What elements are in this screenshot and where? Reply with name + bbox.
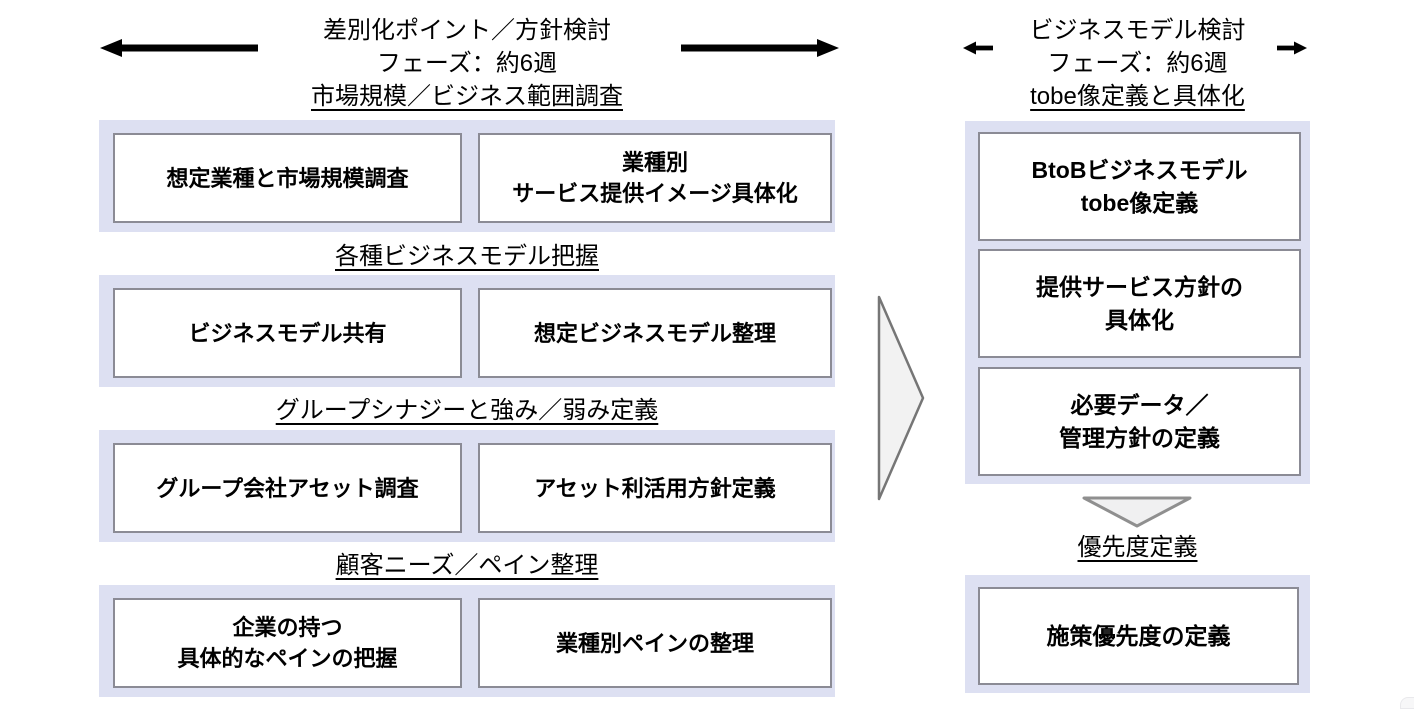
left-section-label-1: 各種ビジネスモデル把握	[335, 243, 599, 270]
task-box: グループ会社アセット調査	[113, 443, 462, 533]
phase-extent-arrow-left-small-icon	[963, 41, 993, 55]
left-phase-title: 差別化ポイント／方針検討	[323, 17, 611, 44]
left-section-label-0: 市場規模／ビジネス範囲調査	[311, 83, 623, 110]
task-box: 必要データ／ 管理方針の定義	[978, 367, 1301, 476]
phase-extent-arrow-left-icon	[100, 39, 258, 57]
flow-arrow-down-icon	[1082, 496, 1192, 528]
left-section-label-2: グループシナジーと強み／弱み定義	[275, 397, 659, 424]
right-section-label-1: 優先度定義	[1077, 534, 1198, 561]
cropped-corner-overlay	[1400, 697, 1414, 709]
task-box: 業種別ペインの整理	[478, 598, 832, 688]
left-phase-duration: フェーズ：約6週	[376, 50, 558, 77]
phase-extent-arrow-right-icon	[681, 39, 839, 57]
left-section-label-3: 顧客ニーズ／ペイン整理	[335, 552, 599, 579]
right-phase-title: ビジネスモデル検討	[1029, 17, 1246, 44]
task-box: アセット利活用方針定義	[478, 443, 832, 533]
right-phase-duration: フェーズ：約6週	[1047, 50, 1228, 77]
task-box: 想定ビジネスモデル整理	[478, 288, 832, 378]
phase-extent-arrow-right-small-icon	[1277, 41, 1307, 55]
task-box: 施策優先度の定義	[978, 587, 1299, 685]
right-section-label-0: tobe像定義と具体化	[1030, 83, 1245, 110]
task-box: 提供サービス方針の 具体化	[978, 249, 1301, 358]
task-box: ビジネスモデル共有	[113, 288, 462, 378]
task-box: 業種別 サービス提供イメージ具体化	[478, 133, 832, 223]
task-box: 想定業種と市場規模調査	[113, 133, 462, 223]
task-box: 企業の持つ 具体的なペインの把握	[113, 598, 462, 688]
flow-arrow-right-icon	[877, 295, 925, 501]
task-box: BtoBビジネスモデル tobe像定義	[978, 132, 1301, 241]
